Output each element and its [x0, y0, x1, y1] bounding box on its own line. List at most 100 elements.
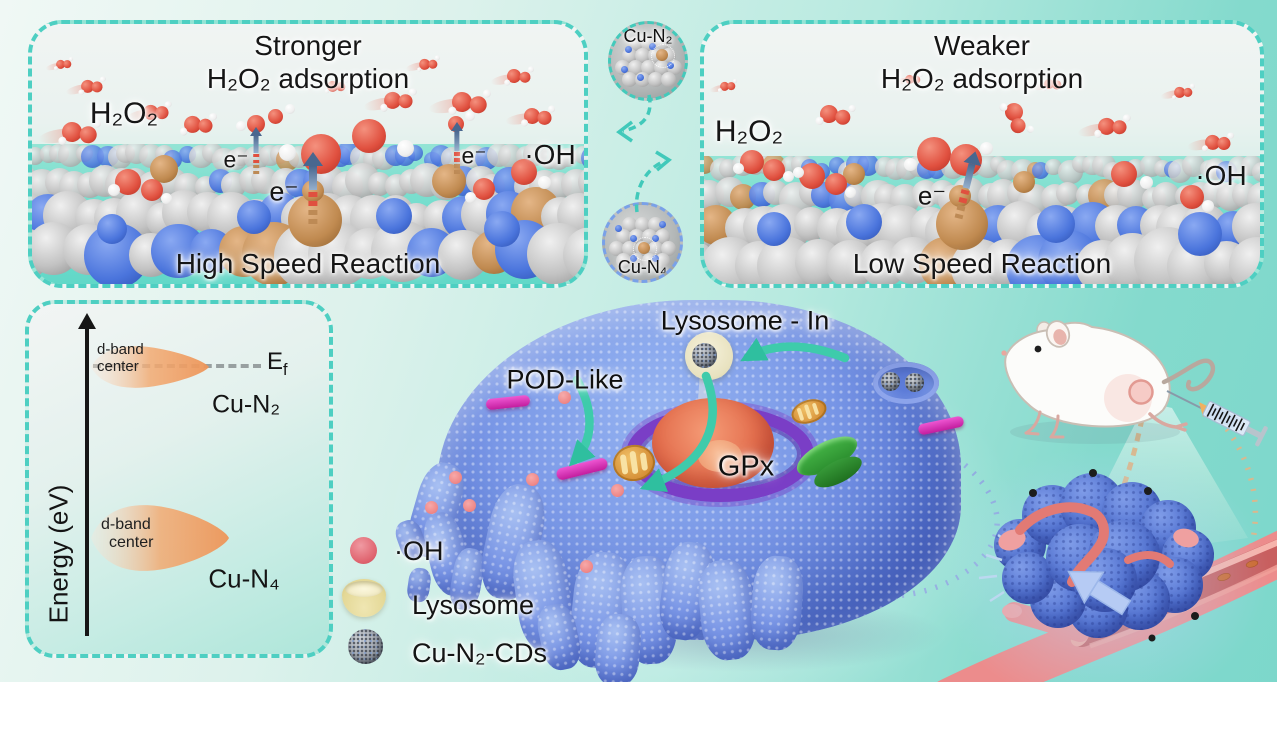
atom-sphere [799, 163, 825, 189]
atom-sphere [464, 191, 476, 203]
pseudopod [592, 612, 644, 688]
atom-sphere [376, 198, 412, 234]
atom-sphere [661, 240, 676, 256]
dband-energy-panel: Energy (eV) d-band center Ef Cu-N₂ d-ban… [25, 300, 333, 658]
oh-dot [557, 390, 571, 404]
atom-sphere [615, 228, 631, 244]
electron-label-center: e⁻ [269, 176, 299, 207]
atom-sphere [609, 240, 624, 256]
cds-nanoparticle-icon [692, 343, 717, 368]
cun2-label: Cu-N₂ [211, 390, 281, 419]
atom-sphere [1037, 205, 1075, 243]
cu-n4-structure-inset: Cu-N₄ [602, 202, 683, 283]
panel-stronger-adsorption: Stronger H₂O₂ adsorption H₂O₂ e⁻ e⁻ e⁻ ·… [28, 20, 588, 288]
atom-sphere [465, 111, 475, 121]
atom-sphere [634, 47, 650, 63]
atom-sphere [511, 159, 537, 185]
cds-nanoparticle-icon [881, 372, 900, 391]
electron-arrow [249, 127, 263, 179]
cds-nanoparticle-icon [905, 373, 924, 392]
h2o2-label: H₂O₂ [89, 97, 159, 130]
panel-weaker-adsorption: Weaker H₂O₂ adsorption H₂O₂ e⁻ ·OH Low S… [700, 20, 1264, 288]
atoms-layer [32, 24, 584, 284]
atom-sphere [1252, 161, 1260, 183]
oh-dot [462, 498, 476, 512]
oh-dot [448, 470, 462, 484]
panel-caption: High Speed Reaction [175, 248, 441, 279]
panel-title: Weaker H₂O₂ adsorption [704, 29, 1260, 95]
atom-sphere [352, 119, 386, 153]
atom-sphere [825, 173, 847, 195]
atom-sphere [97, 214, 127, 244]
atom-sphere [581, 145, 584, 171]
electron-arrow [302, 152, 325, 228]
dband-center-label-bottom: d-band center [101, 516, 154, 552]
catalyst-surface-weak [704, 156, 1260, 284]
atom-sphere [237, 200, 271, 234]
atom-sphere [302, 180, 324, 202]
atom-sphere [614, 224, 622, 232]
lysosome-bowl-icon [342, 579, 386, 617]
atom-sphere [792, 166, 804, 178]
bottom-white-margin [0, 682, 1277, 744]
fermi-level-label: Ef [267, 348, 288, 379]
legend-cds-label: Cu-N₂-CDs [412, 638, 547, 668]
oh-dot [579, 559, 593, 573]
atom-sphere [740, 150, 764, 174]
atom-sphere [757, 212, 791, 246]
electron-label: e⁻ [917, 180, 947, 211]
atom-sphere [573, 145, 584, 165]
atom-sphere [615, 252, 631, 268]
cun4-label: Cu-N₄ [208, 563, 280, 594]
atom-sphere [160, 192, 172, 204]
pod-like-label: POD-Like [506, 364, 624, 395]
atom-sphere [621, 71, 637, 87]
atoms-layer [704, 24, 1260, 284]
cu-n2-inset-label: Cu-N₂ [623, 26, 673, 46]
oh-dot [525, 472, 539, 486]
panel-caption: Low Speed Reaction [852, 248, 1112, 279]
energy-axis-arrowhead [77, 313, 96, 329]
atom-sphere [732, 162, 744, 174]
atom-sphere [843, 163, 865, 185]
dband-center-label-top: d-band center [97, 341, 144, 376]
atom-sphere [704, 156, 714, 175]
atom-sphere [782, 170, 794, 182]
atom-sphere [917, 137, 951, 171]
atom-sphere [641, 59, 656, 75]
atom-sphere [1181, 156, 1205, 177]
atom-sphere [150, 155, 178, 183]
dband-lobe-cun2 [91, 346, 209, 388]
atom-sphere [629, 234, 637, 242]
atom-sphere [278, 143, 296, 161]
atom-sphere [629, 254, 637, 262]
atom-sphere [1180, 185, 1204, 209]
panel-title-line2: H₂O₂ adsorption [880, 63, 1084, 95]
atom-sphere [846, 204, 882, 240]
dband-lobe-cun4 [91, 505, 229, 571]
atom-sphere [763, 159, 785, 181]
atom-sphere [620, 65, 628, 73]
panel-title: Stronger H₂O₂ adsorption [32, 29, 584, 95]
oh-dot [610, 483, 624, 497]
atom-sphere [1139, 175, 1153, 189]
oh-radical-label: ·OH [524, 139, 576, 170]
atom-sphere [647, 71, 663, 87]
electron-arrow [450, 122, 465, 180]
cu-site-ring [633, 237, 657, 261]
cds-sphere-icon [348, 629, 383, 664]
atom-sphere [1044, 158, 1062, 176]
energy-axis [85, 326, 89, 636]
atom-sphere [108, 184, 120, 196]
oh-dot [424, 500, 438, 514]
panel-title-line1: Weaker [934, 30, 1030, 61]
oh-dot-icon [350, 537, 377, 564]
atom-sphere [648, 216, 663, 232]
atom-sphere [557, 147, 577, 168]
atom-sphere [1013, 171, 1035, 193]
panel-title-line2: H₂O₂ adsorption [206, 63, 410, 95]
oh-radical-label: ·OH [1195, 160, 1247, 191]
atom-sphere [651, 234, 659, 242]
energy-axis-label: Energy (eV) [43, 484, 74, 624]
